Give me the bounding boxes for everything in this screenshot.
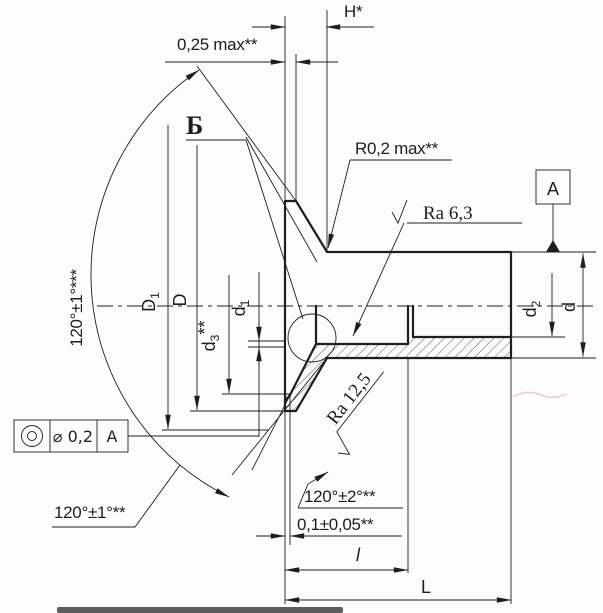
head-angle-side-label: 120°±1°*** — [67, 269, 86, 347]
flare-angle-leader — [297, 471, 329, 509]
tolerance-datum: A — [107, 427, 118, 446]
dim-label-D1: D1 — [139, 292, 162, 312]
dim-label-l: l — [356, 545, 361, 565]
fillet-radius-leader — [327, 159, 351, 249]
roughness-flare-label: Ra 12,5 — [323, 369, 376, 429]
dim-label-H: H* — [344, 2, 363, 21]
roughness-flare-callout: Ra 12,5 — [323, 369, 384, 455]
dim-label-d3: d3** — [195, 321, 222, 352]
dim-label-D: D — [170, 294, 190, 307]
tolerance-frame-box — [13, 419, 129, 453]
roughness-bore-label: Ra 6,3 — [423, 203, 473, 224]
leader-lines — [52, 159, 522, 528]
detail-view-label: Б — [186, 111, 203, 140]
datum-flag: A — [535, 169, 571, 252]
dim-label-L: L — [421, 577, 431, 597]
head-angle-arc — [90, 69, 230, 498]
head-angle-bottom-label: 120°±1°** — [54, 503, 126, 522]
datum-flag-letter: A — [547, 179, 559, 199]
dimension-lines — [165, 24, 586, 603]
section-hatch — [285, 337, 511, 411]
concentricity-symbol — [21, 425, 43, 447]
cone-generator-extensions — [196, 65, 328, 476]
dim-label-land: 0,25 max** — [177, 35, 258, 54]
tolerance-value: ⌀ 0,2 — [53, 427, 93, 446]
dim-label-d1: d1 — [229, 299, 252, 316]
tolerance-frame: ⌀ 0,2 A — [13, 419, 129, 453]
roughness-bore-leader — [352, 222, 405, 337]
flare-angle-label: 120°±2°** — [304, 487, 376, 506]
roughness-flare-check-icon — [336, 371, 384, 455]
head-angle-bottom-leader — [52, 464, 181, 528]
dim-label-d2: d2 — [520, 300, 543, 317]
detail-circle — [287, 313, 337, 363]
roughness-bore-check-icon — [391, 199, 408, 225]
scan-edge-bar — [57, 607, 343, 613]
datum-triangle-icon — [546, 240, 560, 252]
concentricity-symbol-inner — [27, 431, 37, 441]
dim-label-d: d — [559, 302, 579, 312]
fillet-radius-label: R0,2 max** — [355, 139, 439, 158]
scan-artifact-red — [512, 391, 568, 399]
flare-depth-label: 0,1±0,05** — [297, 515, 374, 534]
